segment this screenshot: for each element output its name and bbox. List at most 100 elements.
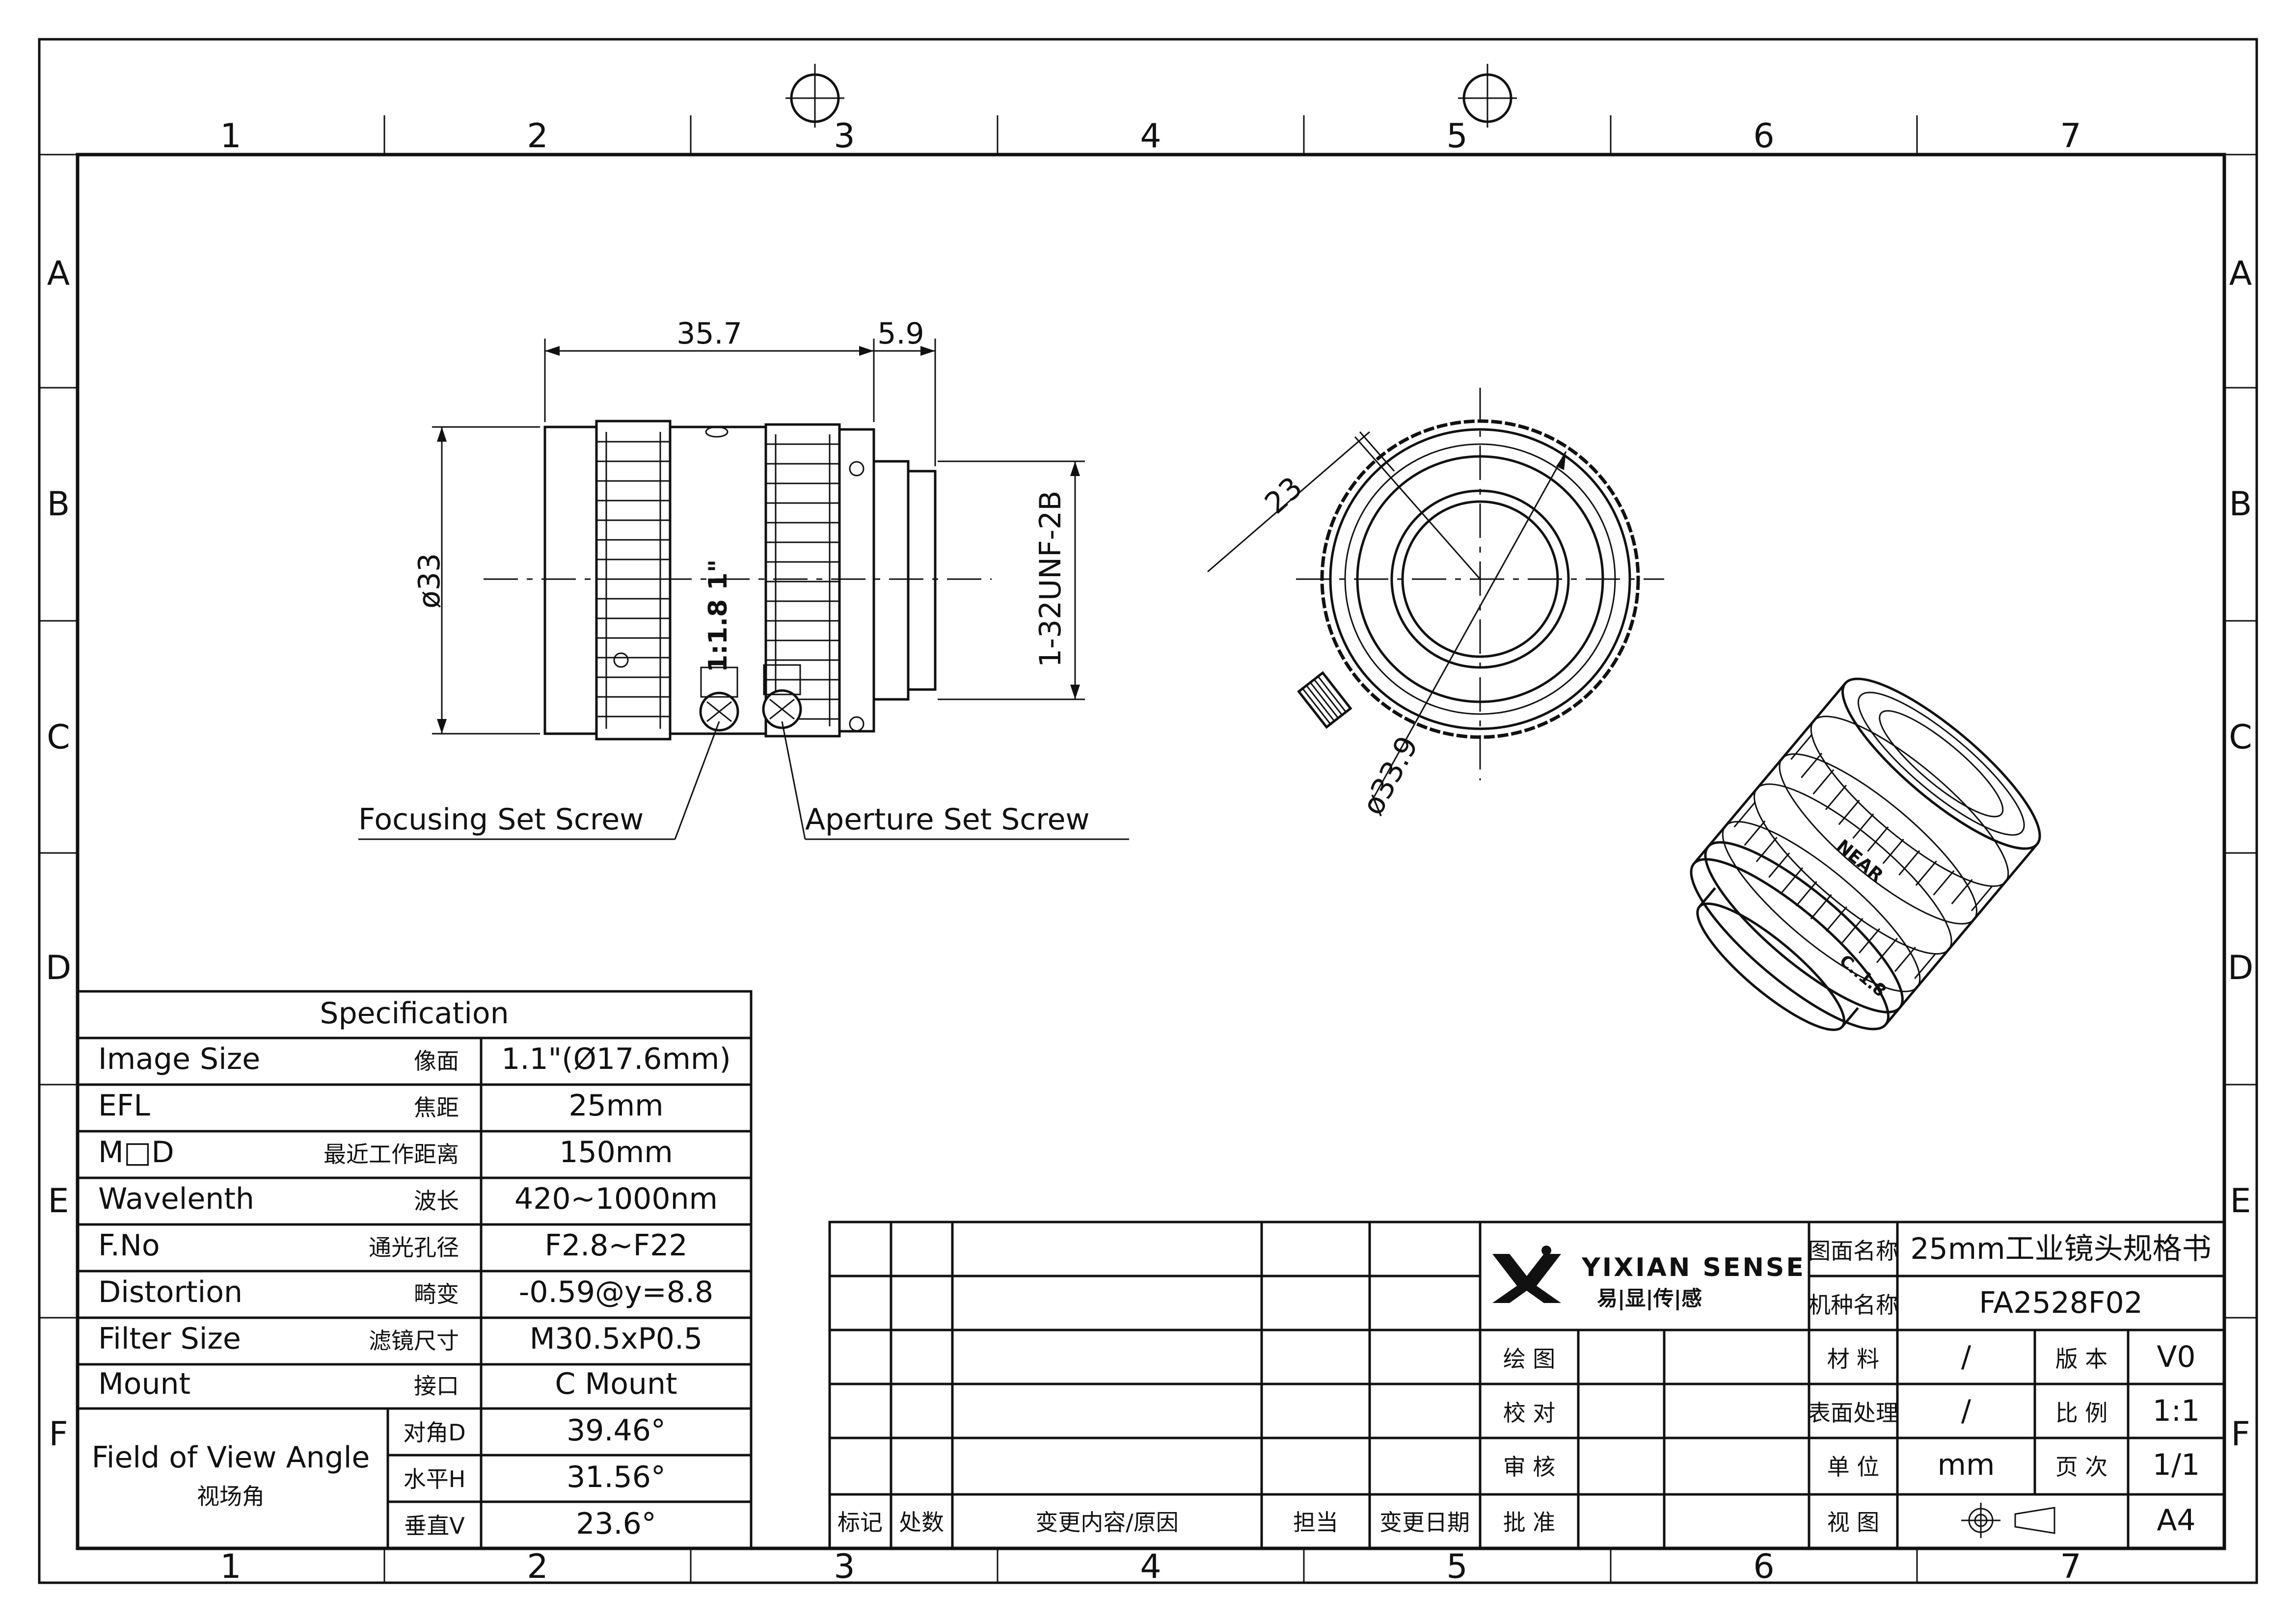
zone-col-top-1: 1 bbox=[220, 117, 241, 156]
spec-title: Specification bbox=[320, 996, 509, 1031]
surface-label: 表面处理 bbox=[1808, 1400, 1898, 1426]
zone-row-left-e: E bbox=[48, 1182, 69, 1221]
dimension-thread-text: 1-32UNF-2B bbox=[1033, 491, 1068, 667]
lens-isometric-view: NEAR C..1.8 bbox=[1690, 677, 2041, 1031]
revision-date-header: 变更日期 bbox=[1379, 1509, 1470, 1536]
spec-row-name: Mount bbox=[98, 1367, 190, 1401]
drawing-name-label: 图面名称 bbox=[1808, 1238, 1898, 1264]
spec-row-value: 420~1000nm bbox=[514, 1182, 718, 1216]
zone-col-top-6: 6 bbox=[1753, 117, 1774, 156]
aperture-set-screw-callout: Aperture Set Screw bbox=[781, 721, 1129, 840]
zone-col-top-3: 3 bbox=[834, 117, 855, 156]
sign-row-check: 校 对 bbox=[1503, 1400, 1556, 1426]
revision-content-header: 变更内容/原因 bbox=[1035, 1509, 1179, 1536]
unit-label: 单 位 bbox=[1827, 1454, 1880, 1480]
spec-row-value: 1.1"(Ø17.6mm) bbox=[501, 1042, 731, 1076]
zone-row-right-b: B bbox=[2229, 485, 2252, 524]
fov-row-value: 31.56° bbox=[567, 1460, 666, 1494]
spec-row-name: Filter Size bbox=[98, 1322, 241, 1356]
zone-col-bottom-1: 1 bbox=[220, 1547, 241, 1586]
revision-table: 标记 处数 变更内容/原因 担当 变更日期 bbox=[828, 1221, 1482, 1550]
title-block: YIXIAN SENSE 易|显|传|感 图面名称 25mm工业镜头规格书 机种… bbox=[1479, 1221, 2226, 1550]
dimension-thread: 1-32UNF-2B bbox=[938, 460, 1085, 700]
spec-row-name: Distortion bbox=[98, 1275, 243, 1309]
fov-cn: 视场角 bbox=[197, 1483, 265, 1510]
dimension-length-text: 35.7 bbox=[676, 317, 742, 351]
fov-row-label: 对角D bbox=[403, 1419, 465, 1446]
zone-row-right-d: D bbox=[2228, 949, 2253, 987]
fov-row-value: 23.6° bbox=[576, 1507, 656, 1541]
spec-table: Specification Image Size 像面 1.1"(Ø17.6mm… bbox=[76, 990, 753, 1550]
spec-row-value: 25mm bbox=[568, 1089, 663, 1123]
spec-row-name: Wavelenth bbox=[98, 1182, 254, 1216]
revision-count-header: 处数 bbox=[899, 1509, 944, 1536]
surface-value: / bbox=[1961, 1394, 1972, 1428]
zone-col-top-4: 4 bbox=[1140, 117, 1161, 156]
dimension-front-diameter-text: ø33.9 bbox=[1355, 731, 1425, 821]
page-label: 页 次 bbox=[2055, 1454, 2108, 1480]
unit-value: mm bbox=[1938, 1448, 1995, 1482]
zone-col-bottom-3: 3 bbox=[834, 1547, 855, 1586]
sheet-size-value: A4 bbox=[2157, 1503, 2195, 1538]
zone-col-bottom-7: 7 bbox=[2060, 1547, 2081, 1586]
revision-owner-header: 担当 bbox=[1293, 1509, 1338, 1536]
zone-row-left-a: A bbox=[47, 254, 70, 293]
zone-col-bottom-6: 6 bbox=[1753, 1547, 1774, 1586]
near-marking: NEAR bbox=[1833, 836, 1887, 886]
zone-col-bottom-2: 2 bbox=[527, 1547, 548, 1586]
zone-col-bottom-5: 5 bbox=[1446, 1547, 1467, 1586]
spec-row-cn: 通光孔径 bbox=[369, 1234, 459, 1261]
version-label: 版 本 bbox=[2055, 1346, 2108, 1372]
spec-row-value: 150mm bbox=[559, 1135, 673, 1170]
page-value: 1/1 bbox=[2153, 1448, 2200, 1482]
zone-row-right-e: E bbox=[2230, 1182, 2251, 1221]
drawing-name-value: 25mm工业镜头规格书 bbox=[1910, 1232, 2211, 1266]
lens-side-view: 1:1.8 1" bbox=[484, 420, 992, 741]
spec-row-cn: 滤镜尺寸 bbox=[369, 1328, 459, 1354]
company-cn-name: 易|显|传|感 bbox=[1597, 1286, 1702, 1310]
spec-row-cn: 最近工作距离 bbox=[324, 1141, 459, 1168]
zone-col-top-7: 7 bbox=[2060, 117, 2081, 156]
zone-col-top-5: 5 bbox=[1446, 117, 1467, 156]
sign-row-approve: 批 准 bbox=[1503, 1509, 1556, 1536]
material-label: 材 料 bbox=[1827, 1346, 1880, 1372]
company-name: YIXIAN SENSE bbox=[1581, 1253, 1806, 1282]
model-label: 机种名称 bbox=[1808, 1292, 1898, 1318]
dimension-length: 35.7 bbox=[544, 317, 875, 422]
dimension-front-radius-text: 23 bbox=[1258, 470, 1309, 521]
zone-row-right-a: A bbox=[2229, 254, 2252, 293]
zone-col-top-2: 2 bbox=[527, 117, 548, 156]
zone-row-left-f: F bbox=[49, 1415, 68, 1454]
material-value: / bbox=[1961, 1340, 1972, 1374]
spec-row-name: Image Size bbox=[98, 1042, 260, 1076]
dimension-flange: 5.9 bbox=[874, 317, 936, 466]
aperture-set-screw-label: Aperture Set Screw bbox=[805, 802, 1090, 837]
zone-ticks bbox=[39, 115, 2257, 1583]
centering-mark-left bbox=[785, 64, 844, 128]
spec-row-cn: 像面 bbox=[414, 1048, 459, 1074]
company-logo-icon bbox=[1492, 1246, 1561, 1303]
spec-row-value: M30.5xP0.5 bbox=[530, 1322, 702, 1356]
scale-value: 1:1 bbox=[2153, 1394, 2200, 1428]
outer-border bbox=[38, 38, 2258, 1584]
spec-row-value: -0.59@y=8.8 bbox=[519, 1275, 713, 1309]
fov-row-label: 水平H bbox=[404, 1466, 466, 1492]
model-value: FA2528F02 bbox=[1979, 1286, 2143, 1320]
centering-mark-right bbox=[1458, 64, 1517, 128]
spec-row-name: F.No bbox=[98, 1228, 160, 1263]
spec-row-cn: 波长 bbox=[414, 1188, 459, 1214]
sign-row-review: 审 核 bbox=[1503, 1454, 1556, 1480]
zone-row-right-c: C bbox=[2229, 718, 2252, 757]
version-value: V0 bbox=[2157, 1340, 2195, 1374]
spec-row-cn: 接口 bbox=[414, 1373, 459, 1399]
aperture-format-marking: 1:1.8 1" bbox=[703, 559, 733, 672]
zone-col-bottom-4: 4 bbox=[1140, 1547, 1161, 1586]
spec-row-cn: 焦距 bbox=[414, 1094, 459, 1121]
fov-name: Field of View Angle bbox=[92, 1440, 370, 1475]
scale-label: 比 例 bbox=[2055, 1400, 2108, 1426]
spec-row-cn: 畸变 bbox=[414, 1281, 459, 1307]
spec-row-value: F2.8~F22 bbox=[544, 1228, 687, 1263]
focusing-set-screw-callout: Focusing Set Screw bbox=[358, 721, 720, 840]
fov-row-label: 垂直V bbox=[404, 1513, 465, 1539]
